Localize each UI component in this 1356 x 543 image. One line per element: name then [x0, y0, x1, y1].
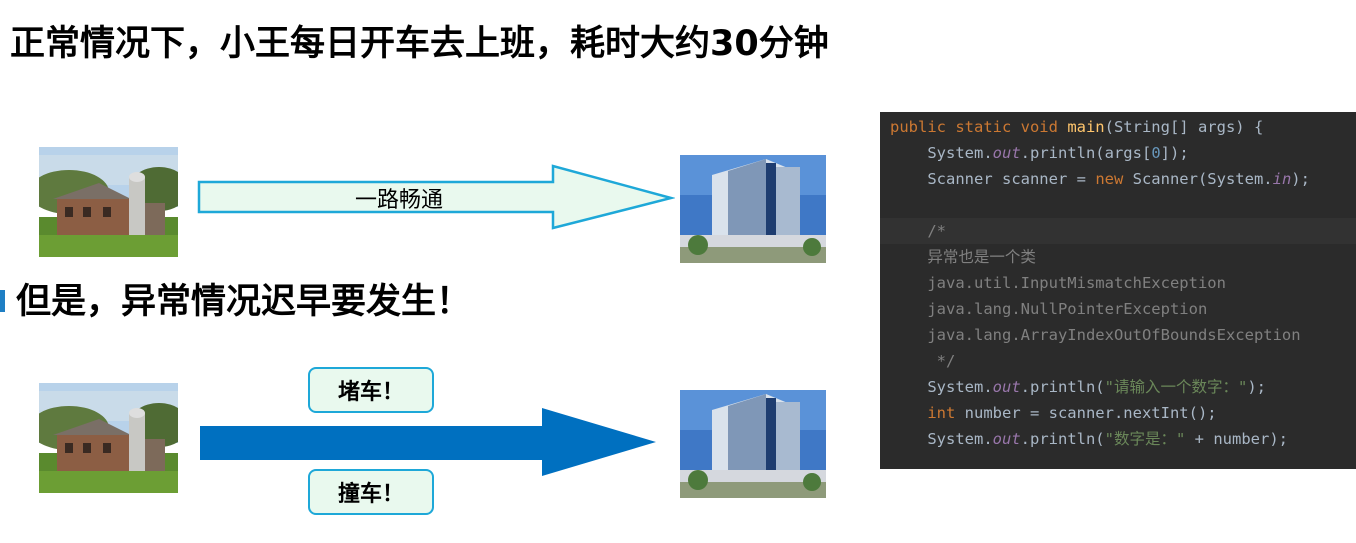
- slide-title: 正常情况下，小王每日开车去上班，耗时大约30分钟: [10, 24, 829, 64]
- code-token: int: [890, 404, 956, 422]
- code-token: "数字是：": [1104, 430, 1186, 448]
- callout-traffic-jam: 堵车！: [308, 367, 434, 413]
- farmhouse-image-2: [39, 383, 178, 493]
- code-token: 0: [1151, 144, 1161, 162]
- code-comment-line: 异常也是一个类: [890, 248, 1036, 266]
- code-line-blank: [880, 192, 1356, 218]
- code-token: + number);: [1185, 430, 1288, 448]
- code-token: Scanner scanner =: [890, 170, 1096, 188]
- code-comment-line: java.lang.ArrayIndexOutOfBoundsException: [890, 326, 1301, 344]
- code-token: (String[] args) {: [1104, 118, 1264, 136]
- code-token: new: [1095, 170, 1124, 188]
- code-token: in: [1272, 170, 1292, 188]
- code-token: main: [1067, 118, 1105, 136]
- code-line: public static void main(String[] args) {: [880, 114, 1356, 140]
- office-building-image: [680, 155, 826, 263]
- code-comment-line: /*: [880, 218, 1356, 244]
- code-token: out: [992, 430, 1021, 448]
- callout-car-crash: 撞车！: [308, 469, 434, 515]
- code-token: );: [1247, 378, 1266, 396]
- code-token: .println(: [1020, 378, 1105, 396]
- code-line: System.out.println("数字是：" + number);: [880, 426, 1356, 452]
- code-line: Scanner scanner = new Scanner(System.in)…: [880, 166, 1356, 192]
- farmhouse-image: [39, 147, 178, 257]
- blue-arrow: [200, 408, 656, 476]
- code-token: System.: [890, 144, 993, 162]
- office-building-image-2: [680, 390, 826, 498]
- code-token: System.: [890, 378, 993, 396]
- code-comment-line: java.util.InputMismatchException: [890, 274, 1226, 292]
- code-token: System.: [890, 430, 993, 448]
- code-token: .println(: [1020, 430, 1105, 448]
- code-token: );: [1291, 170, 1310, 188]
- code-line: System.out.println("请输入一个数字：");: [880, 374, 1356, 400]
- code-line: System.out.println(args[0]);: [880, 140, 1356, 166]
- slide-subtitle: 但是，异常情况迟早要发生！: [16, 282, 472, 322]
- code-token: out: [992, 378, 1021, 396]
- code-token: .println(args[: [1020, 144, 1152, 162]
- arrow-label: 一路畅通: [355, 188, 444, 213]
- light-arrow: [197, 164, 675, 230]
- code-token: public static void: [890, 118, 1068, 136]
- code-line: int number = scanner.nextInt();: [880, 400, 1356, 426]
- code-comment-line: java.lang.NullPointerException: [890, 300, 1208, 318]
- code-comment-line: */: [890, 352, 956, 370]
- code-token: out: [992, 144, 1021, 162]
- bullet-marker: [0, 290, 5, 312]
- code-token: Scanner(System.: [1123, 170, 1273, 188]
- code-token: "请输入一个数字：": [1104, 378, 1248, 396]
- code-token: number = scanner.nextInt();: [955, 404, 1217, 422]
- code-editor: public static void main(String[] args) {…: [880, 112, 1356, 469]
- code-token: ]);: [1160, 144, 1189, 162]
